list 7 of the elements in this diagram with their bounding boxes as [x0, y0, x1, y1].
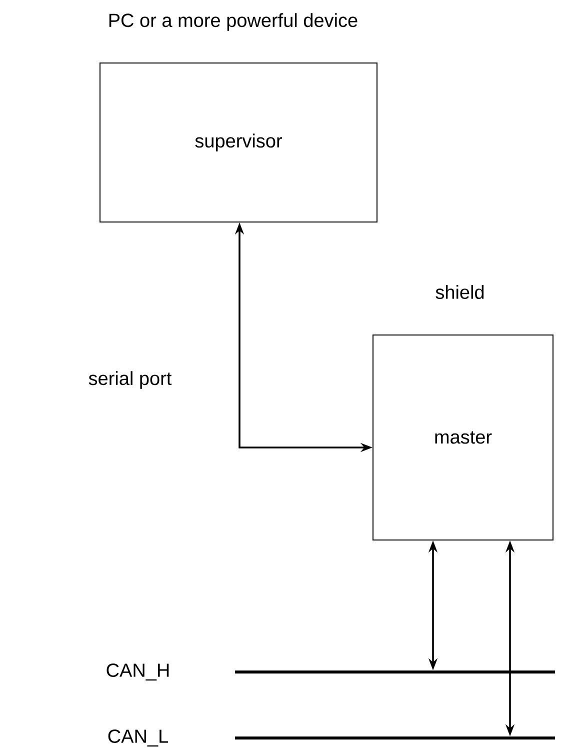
process-box: supervisor — [100, 62, 378, 222]
box-heading: PC or a more powerful device — [109, 13, 358, 31]
box-heading: shield — [436, 285, 484, 299]
bus-label: CAN_H — [106, 663, 169, 681]
bus-label: CAN_L — [108, 729, 168, 747]
process-box: master — [372, 334, 554, 540]
edge-label: serial port — [88, 371, 172, 389]
